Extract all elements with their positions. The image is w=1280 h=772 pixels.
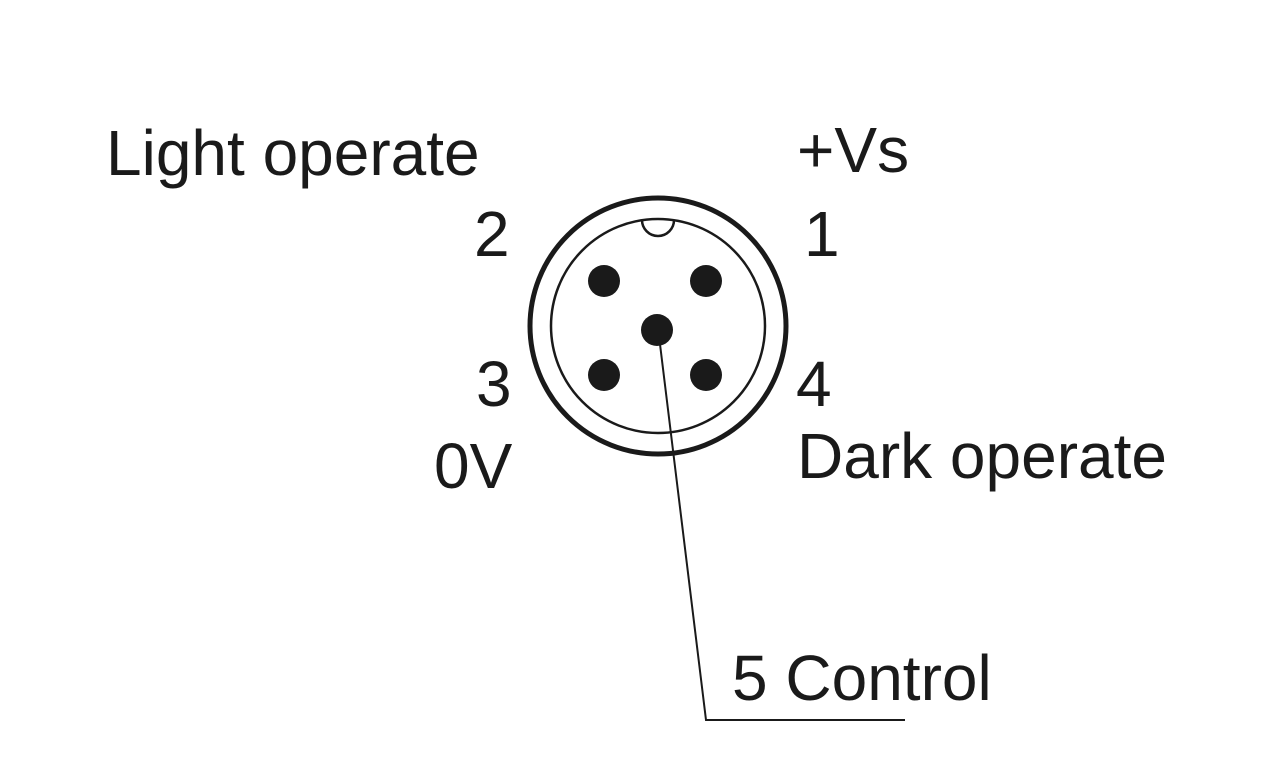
pin-2-function-label: Light operate [106, 117, 480, 189]
pin-4-number: 4 [796, 348, 832, 420]
connector-inner-ring [549, 217, 767, 435]
pin-1-number: 1 [804, 198, 840, 270]
pin-3 [588, 359, 620, 391]
connector-body [527, 195, 789, 457]
connector-key-notch [640, 219, 676, 238]
pin-5-leader-line [658, 335, 905, 721]
connector-pins [588, 265, 722, 391]
pin-3-function-label: 0V [434, 430, 513, 502]
pin-2-number: 2 [474, 198, 510, 270]
pin-5 [641, 314, 673, 346]
pin-4-function-label: Dark operate [797, 420, 1167, 492]
pin-2 [588, 265, 620, 297]
pin-3-number: 3 [476, 348, 512, 420]
pin-5-label: 5 Control [732, 642, 992, 714]
connector-outer-ring [527, 195, 789, 457]
pin-1 [690, 265, 722, 297]
pin-4 [690, 359, 722, 391]
pin-1-function-label: +Vs [797, 114, 909, 186]
